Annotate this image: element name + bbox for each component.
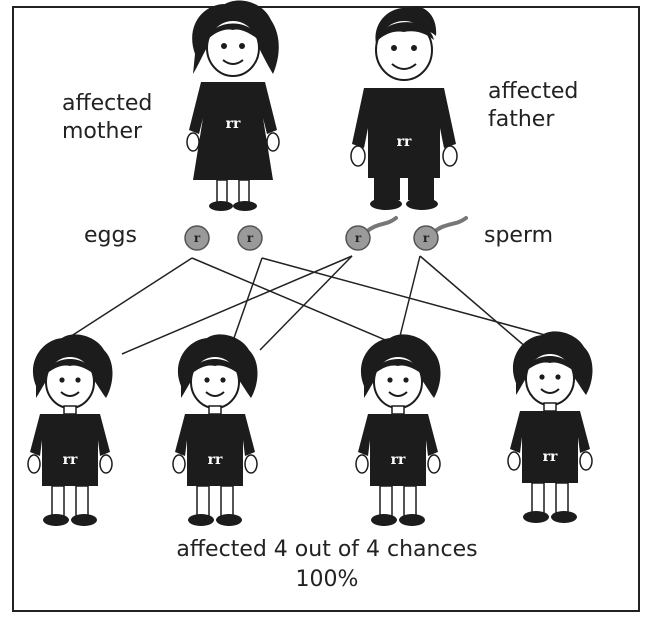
- sperm-gamete: r: [414, 218, 466, 250]
- offspring-figure: rr: [508, 331, 593, 523]
- father-label-line1: affected: [488, 78, 578, 106]
- mother-label-line2: mother: [62, 118, 152, 146]
- svg-text:r: r: [355, 231, 362, 245]
- father-label: affected father: [488, 78, 578, 133]
- mother-label: affected mother: [62, 90, 152, 145]
- offspring-genotype: rr: [543, 449, 558, 465]
- svg-text:r: r: [423, 231, 430, 245]
- cross-line: [420, 256, 527, 348]
- sperm-label: sperm: [484, 222, 553, 250]
- result-caption-line2: 100%: [0, 565, 654, 595]
- mother-label-line1: affected: [62, 90, 152, 118]
- eggs-label: eggs: [84, 222, 137, 250]
- egg-gamete: r: [238, 226, 262, 250]
- cross-lines: [62, 256, 545, 354]
- sperm-gamete: r: [346, 218, 396, 250]
- offspring-genotype: rr: [208, 452, 223, 468]
- mother-genotype: rr: [226, 116, 241, 132]
- mother-figure: rr: [187, 1, 279, 211]
- cross-line: [234, 258, 262, 338]
- offspring-figure: rr: [356, 334, 441, 526]
- cross-line: [192, 258, 390, 342]
- offspring-genotype: rr: [63, 452, 78, 468]
- cross-line: [62, 258, 192, 342]
- result-caption: affected 4 out of 4 chances 100%: [0, 535, 654, 594]
- result-caption-line1: affected 4 out of 4 chances: [0, 535, 654, 565]
- svg-text:r: r: [247, 231, 254, 245]
- offspring-figure: rr: [173, 334, 258, 526]
- father-genotype: rr: [397, 134, 412, 150]
- offspring-genotype: rr: [391, 452, 406, 468]
- svg-text:r: r: [194, 231, 201, 245]
- offspring-figure: rr: [28, 334, 113, 526]
- father-figure: rr: [351, 6, 457, 210]
- father-label-line2: father: [488, 106, 578, 134]
- egg-gamete: r: [185, 226, 209, 250]
